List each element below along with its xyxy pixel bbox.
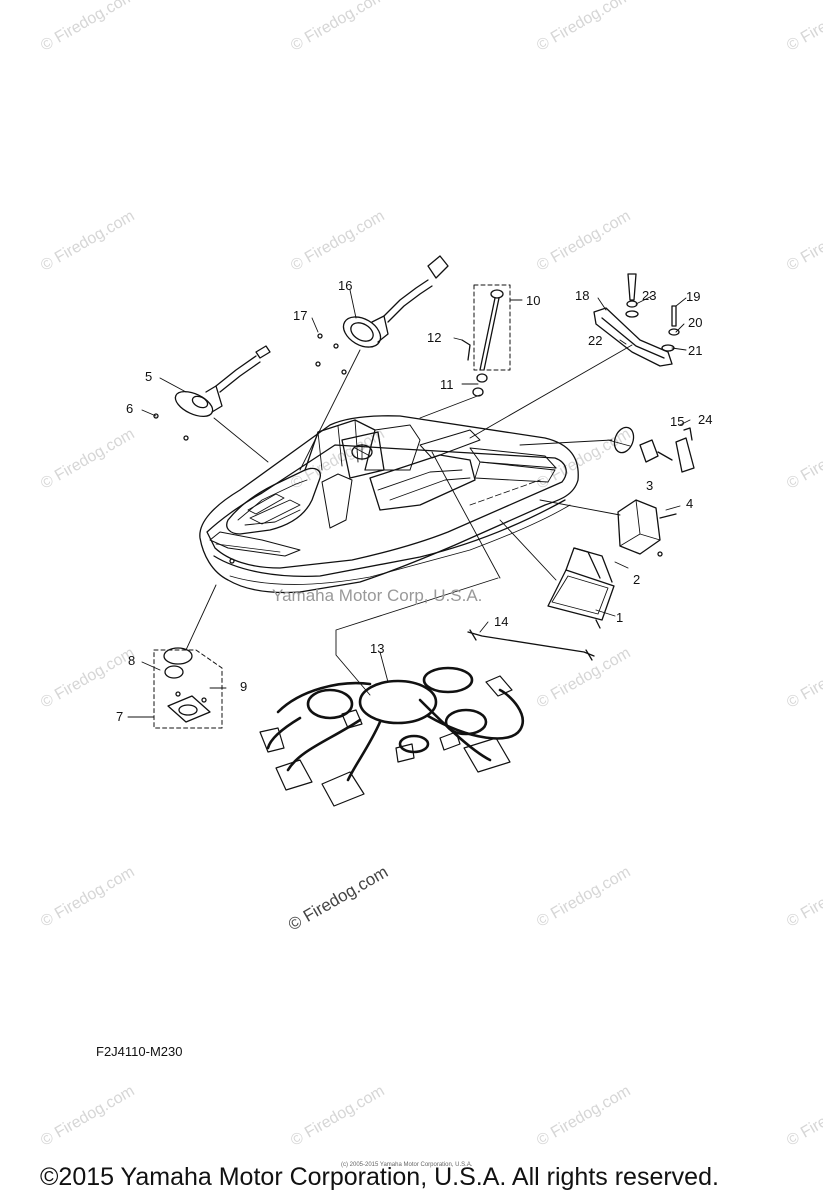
part-14-cable: [467, 629, 595, 661]
callout-16: 16: [338, 278, 352, 293]
callout-22: 22: [588, 333, 602, 348]
callout-19: 19: [686, 289, 700, 304]
callout-18: 18: [575, 288, 589, 303]
copyright-notice: ©2015 Yamaha Motor Corporation, U.S.A. A…: [40, 1163, 719, 1191]
callout-23: 23: [642, 288, 656, 303]
callout-17: 17: [293, 308, 307, 323]
callout-4: 4: [686, 496, 693, 511]
diagram-code: F2J4110-M230: [96, 1044, 183, 1059]
callout-6: 6: [126, 401, 133, 416]
callout-20: 20: [688, 315, 702, 330]
callout-8: 8: [128, 653, 135, 668]
part-13-connectors: [259, 675, 513, 807]
hull-watermark: Yamaha Motor Corp, U.S.A.: [272, 586, 482, 605]
callout-14: 14: [494, 614, 508, 629]
callout-labels: 1 2 3 4 5 6 7 8 9 10 11 12 13 14 15 16 1…: [116, 278, 712, 724]
part-16-assembly: [315, 255, 449, 375]
callout-3: 3: [646, 478, 653, 493]
leader-lines: [127, 289, 691, 718]
callout-24: 24: [698, 412, 712, 427]
callout-15: 15: [670, 414, 684, 429]
callout-21: 21: [688, 343, 702, 358]
callout-9: 9: [240, 679, 247, 694]
part-3-assembly: [617, 499, 677, 557]
callout-1: 1: [616, 610, 623, 625]
callout-11: 11: [440, 377, 454, 392]
part-1-assembly: [547, 547, 615, 629]
boat-hull: [199, 415, 579, 594]
callout-12: 12: [427, 330, 441, 345]
part-10-assembly: [461, 284, 511, 397]
part-13-harness: [266, 666, 524, 782]
part-7-assembly: [153, 647, 223, 729]
callout-10: 10: [526, 293, 540, 308]
part-18-assembly: [593, 273, 680, 367]
part-5-assembly: [153, 345, 271, 441]
callout-5: 5: [145, 369, 152, 384]
callout-2: 2: [633, 572, 640, 587]
part-15-24-assembly: [613, 426, 695, 473]
callout-13: 13: [370, 641, 384, 656]
callout-7: 7: [116, 709, 123, 724]
fine-print: (c) 2005-2015 Yamaha Motor Corporation, …: [341, 1162, 473, 1168]
